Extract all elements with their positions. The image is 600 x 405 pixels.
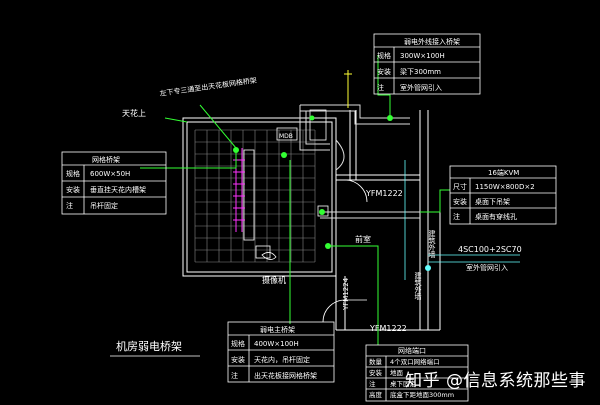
ports-title: 网络端口 <box>398 346 426 355</box>
ceiling-label: 天花上 <box>122 108 146 118</box>
ports-value: 地面 <box>390 368 404 377</box>
kvm-key: 安装 <box>453 197 467 206</box>
pipe-spec: 4SC100+2SC70 <box>458 245 522 254</box>
grid-tray-key: 安装 <box>66 185 80 194</box>
main-tray-key: 注 <box>231 371 238 380</box>
outer-tray-key: 安装 <box>377 67 391 76</box>
outer-tray-key: 注 <box>377 83 384 92</box>
main-tray-value: 400W×100H <box>254 340 299 348</box>
pipe-stub <box>344 70 352 108</box>
ports-key: 数量 <box>369 357 383 366</box>
kvm-value: 桌面有穿线孔 <box>475 212 517 221</box>
table-kvm <box>449 165 557 225</box>
table-outer-tray <box>373 33 481 95</box>
grid-tray-key: 规格 <box>66 169 80 178</box>
building-shaft-label: 建筑外墙 <box>428 229 436 259</box>
leader-dots <box>233 115 393 249</box>
room-title: 机房弱电桥架 <box>116 339 182 353</box>
grid-tray-mesh <box>194 129 316 263</box>
main-tray-value: 出天花板接网格桥架 <box>254 371 317 380</box>
door-label-1: YFM1222 <box>365 189 403 198</box>
door-label-2: YFM1222 <box>369 324 407 333</box>
kvm-title: 16端KVM <box>488 168 519 177</box>
kvm-value: 1150W×800D×2 <box>475 183 535 191</box>
outer-tray-value: 300W×100H <box>400 52 445 60</box>
main-tray-title: 弱电主桥架 <box>260 325 295 334</box>
outer-tray-value: 室外管网引入 <box>400 83 442 92</box>
ports-value: 桌下固定 <box>390 379 417 388</box>
table-main-tray <box>227 321 335 383</box>
table-ports <box>365 344 469 402</box>
leader-lines <box>140 55 450 345</box>
outer-tray-key: 规格 <box>377 51 391 60</box>
corridor-label: 前室 <box>355 234 371 244</box>
ports-key: 高度 <box>369 390 383 399</box>
main-tray-key: 规格 <box>231 339 245 348</box>
rack-label: MDB <box>279 133 293 140</box>
main-tray-value: 天花内，吊杆固定 <box>254 355 310 364</box>
ports-key: 安装 <box>369 368 383 377</box>
top-note-label: 左下专三通至出天花板网格桥架 <box>159 75 257 98</box>
conduit-dot <box>425 265 431 271</box>
building-shaft-label-2: 建筑外墙 <box>414 271 422 301</box>
equipment-racks <box>243 109 329 259</box>
door-label-3: YFM1224 <box>342 277 350 311</box>
kvm-key: 尺寸 <box>453 182 467 191</box>
room-walls <box>182 110 441 331</box>
conduit-lines <box>404 160 520 280</box>
ports-value: 底盒下距地面300mm <box>390 390 454 399</box>
doors <box>261 179 368 323</box>
table-grid-tray <box>61 151 167 215</box>
outer-tray-value: 梁下300mm <box>400 67 441 76</box>
vertical-tray <box>233 148 245 232</box>
kvm-key: 注 <box>453 212 460 221</box>
ports-key: 注 <box>369 379 376 388</box>
watermark: 知乎 @信息系统那些事 <box>405 371 586 391</box>
kvm-value: 桌面下吊架 <box>475 197 510 206</box>
cable-trays <box>299 104 420 219</box>
grid-tray-value: 600W×50H <box>90 170 130 178</box>
outer-tray-title: 弱电外线接入桥架 <box>404 37 460 46</box>
main-tray-key: 安装 <box>231 355 245 364</box>
camera-label: 摄像机 <box>262 275 286 285</box>
grid-tray-title: 网格桥架 <box>92 155 120 164</box>
ports-value: 4个双口网络端口 <box>390 357 440 366</box>
grid-tray-value: 垂直挂天花内槽架 <box>90 185 146 194</box>
grid-tray-value: 吊杆固定 <box>90 201 118 210</box>
pipe-note: 室外管网引入 <box>466 263 508 272</box>
grid-tray-key: 注 <box>66 201 73 210</box>
